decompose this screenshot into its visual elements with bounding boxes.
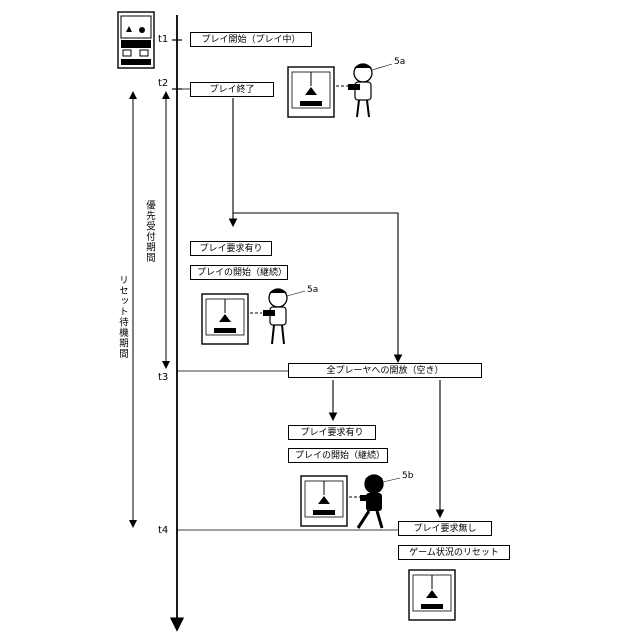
player-label-3: 5b (402, 471, 413, 481)
time-label-t2: t2 (158, 78, 168, 89)
player-label-2: 5a (307, 285, 318, 295)
time-label-t3: t3 (158, 372, 168, 383)
claw-machine-icon (118, 12, 154, 68)
box-play-end: プレイ終了 (190, 82, 274, 97)
box-open-to-all: 全プレーヤへの開放（空き） (288, 363, 482, 378)
box-request-none: プレイ要求無し (398, 521, 492, 536)
player-label-1: 5a (394, 57, 405, 67)
time-label-t4: t4 (158, 525, 168, 536)
priority-period-label: 優先受付期間 (143, 200, 155, 263)
box-play-start: プレイ開始（プレイ中） (190, 32, 312, 47)
box-play-continue-1: プレイの開始（継続） (190, 265, 288, 280)
box-game-reset: ゲーム状況のリセット (398, 545, 510, 560)
box-play-continue-2: プレイの開始（継続） (288, 448, 388, 463)
reset-wait-period-label: リセット待機期間 (116, 275, 128, 359)
player-figure-1 (348, 64, 372, 118)
player-figure-3 (358, 475, 383, 529)
time-label-t1: t1 (158, 34, 168, 45)
player-figure-2 (263, 289, 287, 345)
box-request-yes-2: プレイ要求有り (288, 425, 376, 440)
play-scene-3 (301, 475, 400, 529)
box-request-yes-1: プレイ要求有り (190, 241, 272, 256)
play-scene-1 (288, 64, 392, 118)
reset-machine-scene (409, 570, 455, 620)
play-scene-2 (202, 289, 305, 345)
